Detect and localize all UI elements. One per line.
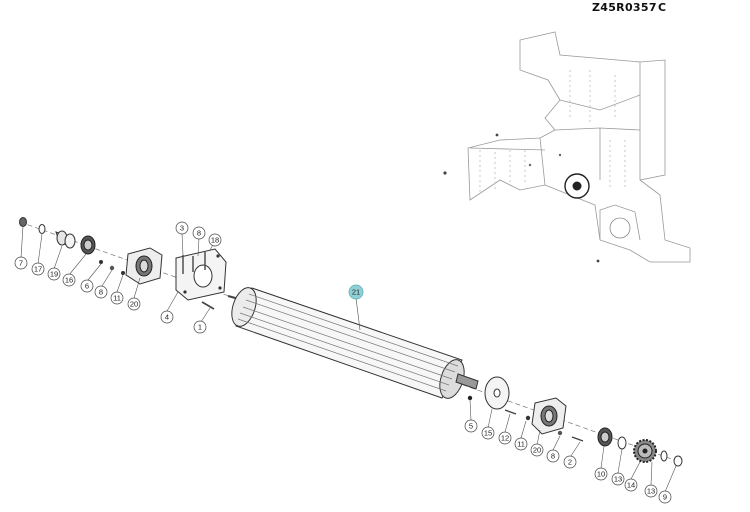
callout-4: 4 — [160, 310, 174, 324]
callout-label: 14 — [627, 481, 635, 490]
callout-label: 19 — [50, 270, 58, 279]
callout-20: 20 — [127, 297, 141, 311]
drawing-code: Z45R0357 — [592, 1, 657, 14]
callout-label: 2 — [568, 458, 572, 467]
callout-12: 12 — [498, 431, 512, 445]
callout-label: 12 — [501, 434, 509, 443]
callout-label: 11 — [113, 294, 121, 303]
callout-1: 1 — [193, 320, 207, 334]
callout-11b: 11 — [514, 437, 528, 451]
callout-label: 17 — [34, 265, 42, 274]
callout-8: 8 — [94, 285, 108, 299]
part-nut — [19, 217, 27, 227]
callout-label: 13 — [614, 475, 622, 484]
callout-label: 8 — [197, 229, 201, 238]
callout-label: 5 — [469, 422, 473, 431]
callout-10: 10 — [594, 467, 608, 481]
part-washer-small — [109, 265, 115, 271]
callout-8c: 8 — [546, 449, 560, 463]
frame-context-sketch — [443, 31, 691, 263]
callout-label: 3 — [180, 224, 184, 233]
callout-19: 19 — [47, 267, 61, 281]
callout-6: 6 — [80, 279, 94, 293]
callout-5: 5 — [464, 419, 478, 433]
part-key — [467, 395, 473, 401]
callout-9: 9 — [658, 490, 672, 504]
callout-label: 4 — [165, 313, 169, 322]
callouts: 7 17 19 16 6 8 11 20 4 1 3 8 18 21 5 15 … — [14, 221, 672, 504]
callout-label: 7 — [19, 259, 23, 268]
callout-label: 6 — [85, 282, 89, 291]
callout-label: 11 — [517, 440, 525, 449]
callout-13b: 13 — [644, 484, 658, 498]
callout-label: 16 — [65, 276, 73, 285]
callout-17: 17 — [31, 262, 45, 276]
callout-label: 20 — [533, 446, 541, 455]
leader-lines — [20, 225, 677, 493]
callout-label: 8 — [551, 452, 555, 461]
right-parts — [455, 373, 683, 467]
drawing-revision: C — [658, 1, 667, 14]
callout-21: 21 — [348, 284, 364, 300]
callout-label: 20 — [130, 300, 138, 309]
part-nut-small — [121, 271, 125, 275]
callout-label: 10 — [597, 470, 605, 479]
callout-label: 21 — [352, 288, 360, 297]
callout-14: 14 — [624, 478, 638, 492]
callout-15: 15 — [481, 426, 495, 440]
callout-20b: 20 — [530, 443, 544, 457]
callout-label: 18 — [211, 236, 219, 245]
callout-11: 11 — [110, 291, 124, 305]
callout-2: 2 — [563, 455, 577, 469]
roller — [231, 287, 465, 399]
callout-label: 9 — [663, 493, 667, 502]
part-washer — [38, 224, 46, 234]
callout-7: 7 — [14, 256, 28, 270]
part-screw — [99, 260, 103, 264]
callout-label: 1 — [198, 323, 202, 332]
callout-label: 13 — [647, 487, 655, 496]
left-parts — [19, 217, 251, 310]
callout-13: 13 — [611, 472, 625, 486]
callout-3: 3 — [175, 221, 189, 235]
callout-label: 15 — [484, 429, 492, 438]
callout-16: 16 — [62, 273, 76, 287]
callout-18: 18 — [208, 233, 222, 247]
callout-label: 8 — [99, 288, 103, 297]
callout-8b: 8 — [192, 226, 206, 240]
